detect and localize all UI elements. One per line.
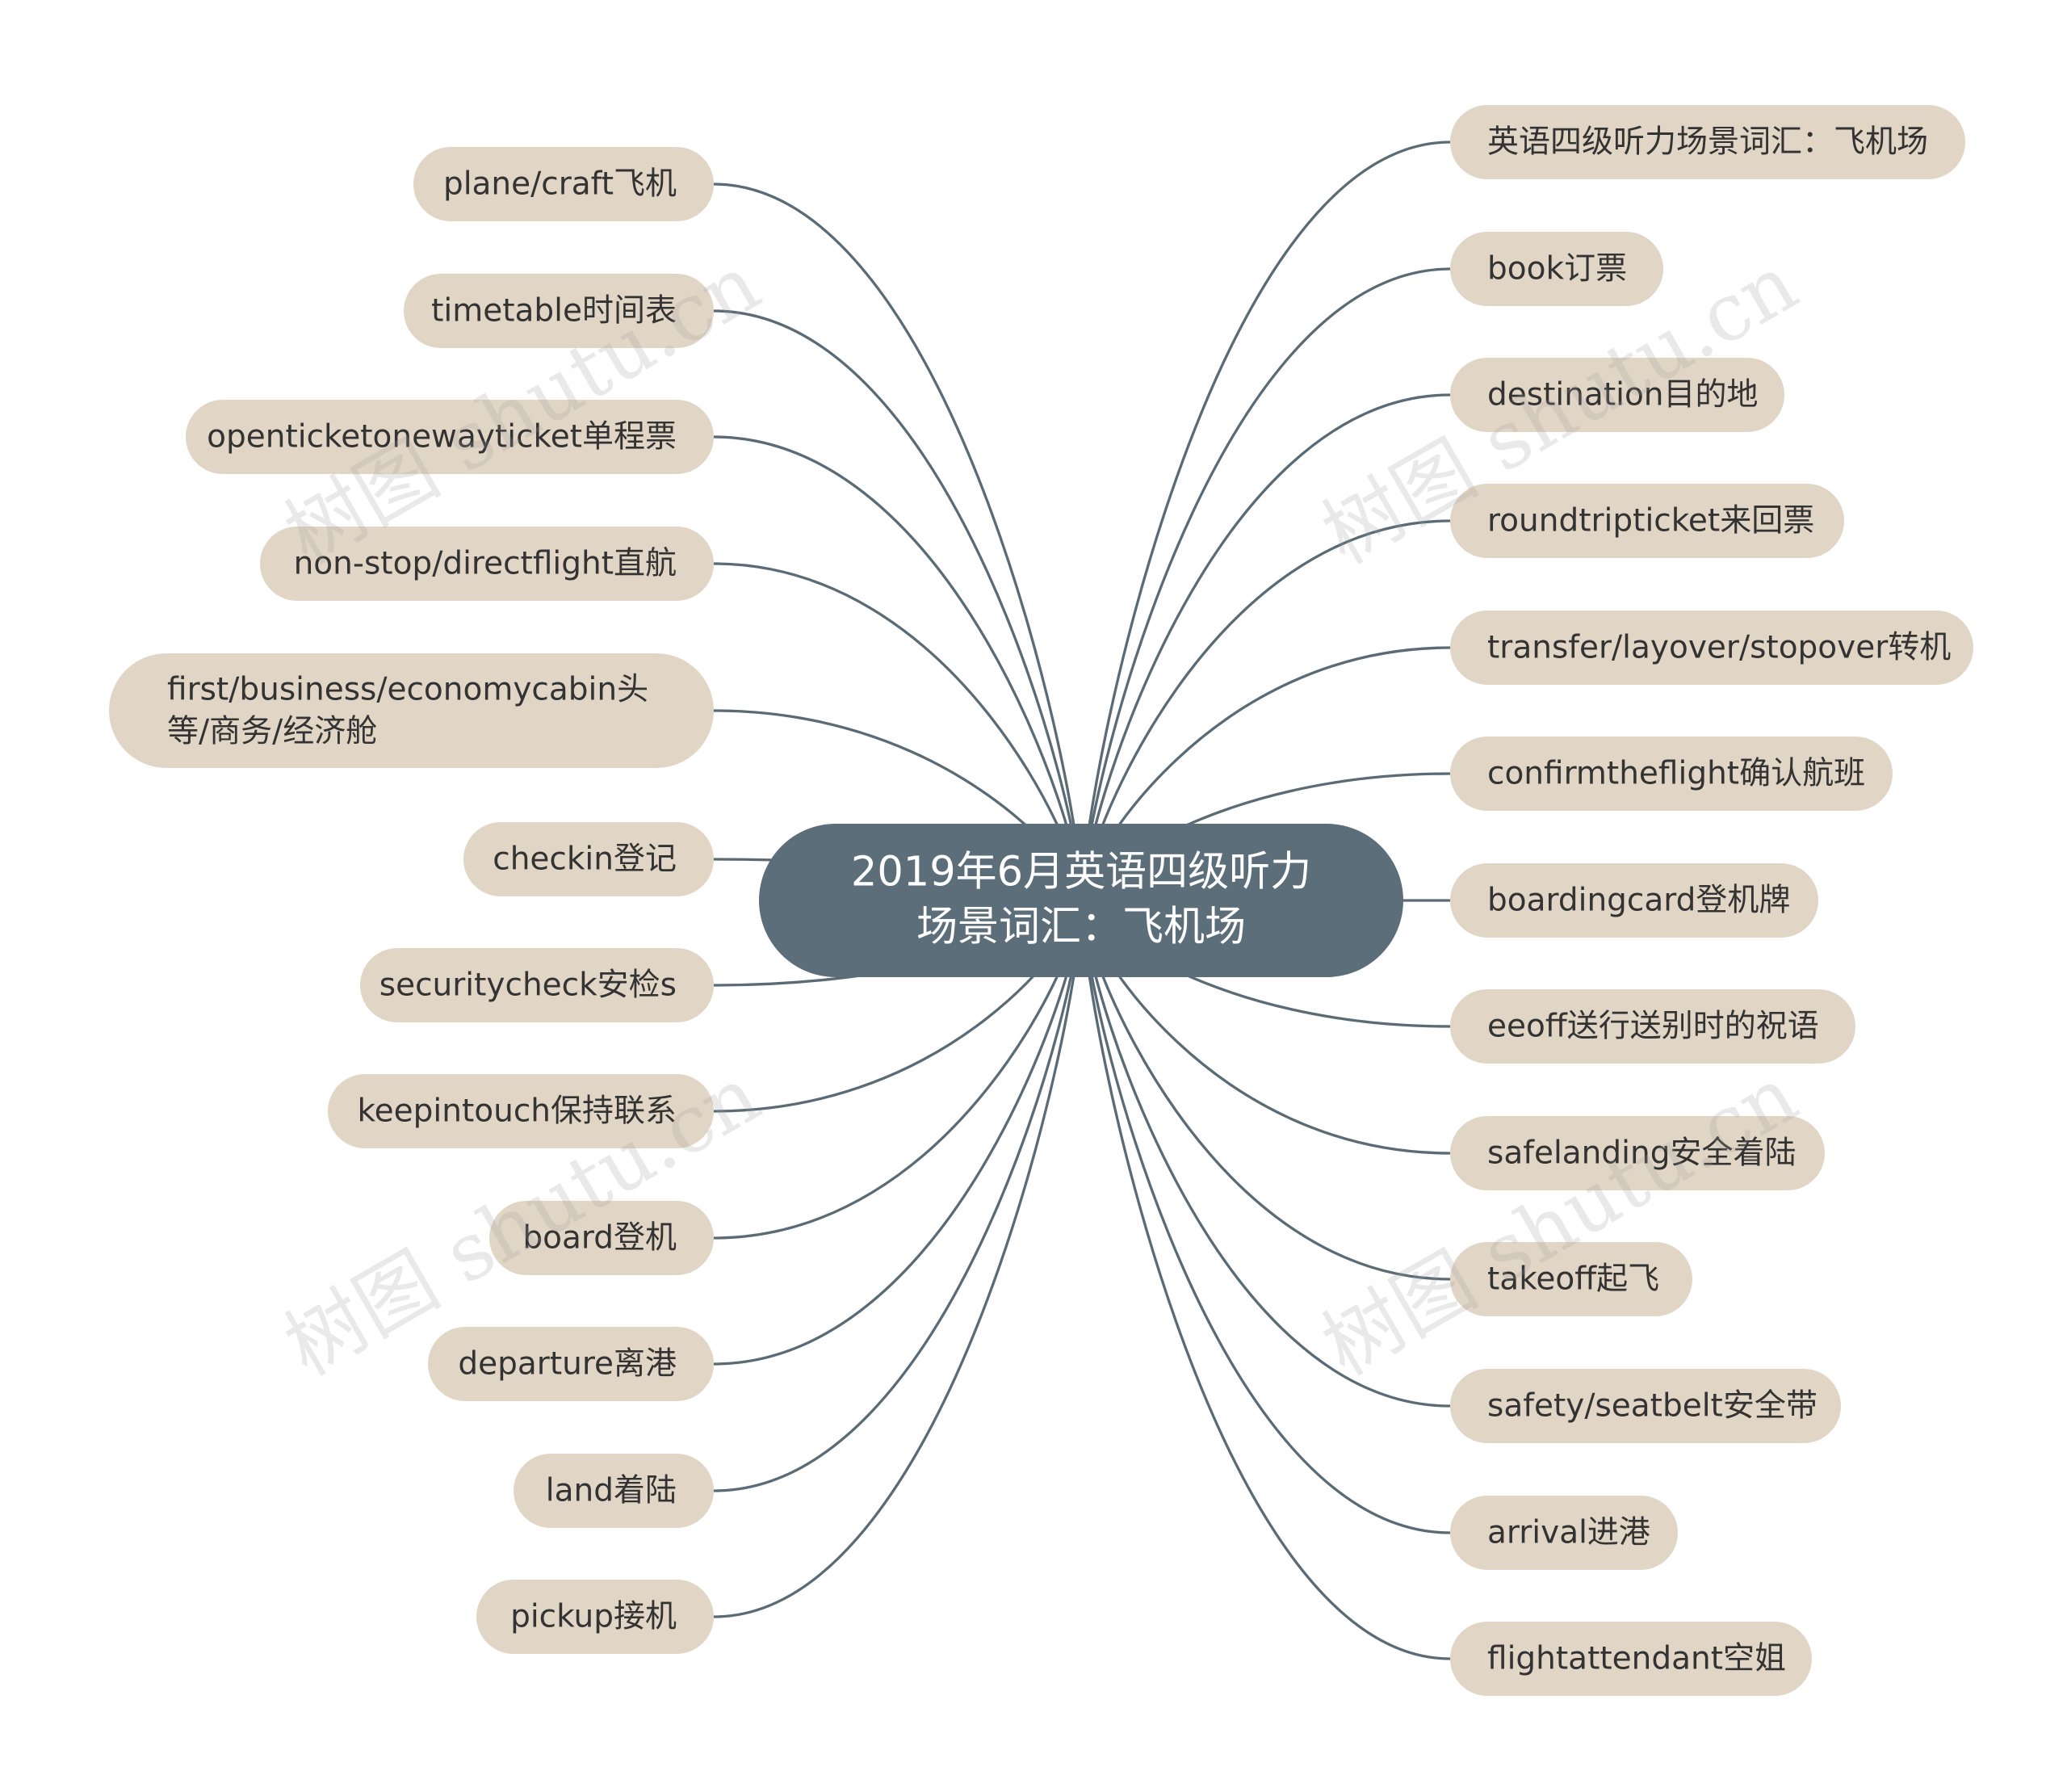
right-topic-10[interactable]: safety/seatbelt安全带 (1450, 1369, 1841, 1443)
right-topic-12-label: flightattendant空姐 (1487, 1641, 1786, 1677)
left-topic-7[interactable]: keepintouch保持联系 (328, 1074, 714, 1148)
left-topic-7-box (328, 1074, 714, 1148)
right-topic-9-label: takeoff起飞 (1487, 1261, 1659, 1298)
right-topic-1[interactable]: book订票 (1450, 232, 1663, 306)
watermark-3: 树图 shutu.cn (1308, 1049, 1813, 1393)
left-topic-1[interactable]: timetable时间表 (404, 274, 714, 348)
right-topic-3[interactable]: roundtripticket来回票 (1450, 484, 1844, 558)
left-topic-3-box (260, 527, 714, 601)
right-topic-2-label: destination目的地 (1487, 377, 1759, 413)
right-topic-1-box (1450, 232, 1663, 306)
left-topic-5-label: checkin登记 (493, 841, 677, 878)
left-topic-4-box (109, 653, 714, 768)
left-topic-0-label: plane/craft飞机 (443, 166, 677, 203)
right-topic-9[interactable]: takeoff起飞 (1450, 1242, 1692, 1316)
right-topic-2[interactable]: destination目的地 (1450, 358, 1784, 432)
right-topic-0[interactable]: 英语四级听力场景词汇：飞机场 (1450, 105, 1965, 179)
central-topic-label: 场景词汇：飞机场 (916, 904, 1246, 951)
right-topic-5[interactable]: confirmtheflight确认航班 (1450, 737, 1893, 811)
central-topic-box (759, 824, 1403, 977)
right-topic-4-label: transfer/layover/stopover转机 (1487, 630, 1951, 666)
topic-nodes: plane/craft飞机 timetable时间表 openticketonewa… (109, 105, 1973, 1696)
left-topic-2[interactable]: openticketonewayticket单程票 (186, 400, 714, 474)
left-topic-8[interactable]: board登机 (489, 1201, 714, 1275)
left-topic-6-label: securitycheck安检s (379, 967, 677, 1004)
left-topic-3-label: non-stop/directflight直航 (294, 546, 677, 582)
right-topic-5-label: confirmtheflight确认航班 (1487, 756, 1865, 792)
left-topic-9-box (428, 1327, 714, 1401)
left-topic-6-box (360, 948, 714, 1022)
left-topic-10[interactable]: land着陆 (514, 1454, 714, 1528)
right-topic-4-box (1450, 611, 1973, 685)
right-topic-11-label: arrival进港 (1487, 1515, 1650, 1551)
left-topic-1-box (404, 274, 714, 348)
right-topic-7-box (1450, 989, 1855, 1064)
right-topic-8-box (1450, 1116, 1825, 1190)
right-connector-0 (1080, 141, 1451, 901)
left-topic-10-label: land着陆 (546, 1473, 677, 1509)
right-topic-6-label: boardingcard登机牌 (1487, 883, 1790, 919)
left-topic-9-label: departure离港 (458, 1346, 677, 1383)
right-topic-12-box (1450, 1622, 1812, 1696)
right-topic-8-label: safelanding安全着陆 (1487, 1135, 1796, 1172)
right-topic-10-box (1450, 1369, 1841, 1443)
right-topic-11-box (1450, 1496, 1678, 1570)
left-topic-8-label: board登机 (522, 1220, 677, 1257)
right-topic-4[interactable]: transfer/layover/stopover转机 (1450, 611, 1973, 685)
left-topic-2-box (186, 400, 714, 474)
left-topic-8-box (489, 1201, 714, 1275)
right-topic-1-label: book订票 (1487, 251, 1627, 287)
right-topic-3-label: roundtripticket来回票 (1487, 503, 1814, 539)
central-topic-label: 2019年6月英语四级听力 (851, 849, 1311, 896)
right-topic-0-box (1450, 105, 1965, 179)
left-topic-4-label: first/business/economycabin头 (167, 672, 648, 708)
right-topic-12[interactable]: flightattendant空姐 (1450, 1622, 1812, 1696)
left-topic-6[interactable]: securitycheck安检s (360, 948, 714, 1022)
right-topic-8[interactable]: safelanding安全着陆 (1450, 1116, 1825, 1190)
right-topic-7-label: eeoff送行送别时的祝语 (1487, 1009, 1819, 1045)
right-topic-11[interactable]: arrival进港 (1450, 1496, 1678, 1570)
right-topic-9-box (1450, 1242, 1692, 1316)
right-connector-11 (1080, 900, 1451, 1534)
left-topic-2-label: openticketonewayticket单程票 (207, 419, 677, 455)
left-topic-5[interactable]: checkin登记 (463, 822, 714, 896)
left-topic-10-box (514, 1454, 714, 1528)
left-topic-7-label: keepintouch保持联系 (357, 1093, 677, 1130)
left-topic-1-label: timetable时间表 (431, 293, 677, 329)
right-topic-0-label: 英语四级听力场景词汇：飞机场 (1487, 124, 1928, 161)
left-connector-1 (713, 309, 1084, 901)
left-connector-11 (713, 900, 1084, 1618)
right-topic-6-box (1450, 863, 1818, 938)
left-topic-9[interactable]: departure离港 (428, 1327, 714, 1401)
right-topic-10-label: safety/seatbelt安全带 (1487, 1388, 1818, 1425)
left-connector-10 (713, 900, 1084, 1492)
left-topic-3[interactable]: non-stop/directflight直航 (260, 527, 714, 601)
right-topic-3-box (1450, 484, 1844, 558)
right-topic-2-box (1450, 358, 1784, 432)
right-connector-1 (1080, 267, 1451, 901)
right-topic-7[interactable]: eeoff送行送别时的祝语 (1450, 989, 1855, 1064)
left-topic-0[interactable]: plane/craft飞机 (413, 147, 714, 221)
left-topic-11-label: pickup接机 (510, 1599, 677, 1635)
left-topic-0-box (413, 147, 714, 221)
left-topic-4-label: 等/商务/经济舱 (167, 714, 377, 750)
left-topic-11[interactable]: pickup接机 (476, 1580, 714, 1654)
right-connector-12 (1080, 900, 1451, 1660)
left-connector-0 (713, 183, 1084, 901)
left-topic-11-box (476, 1580, 714, 1654)
left-topic-5-box (463, 822, 714, 896)
right-topic-5-box (1450, 737, 1893, 811)
right-topic-6[interactable]: boardingcard登机牌 (1450, 863, 1818, 938)
